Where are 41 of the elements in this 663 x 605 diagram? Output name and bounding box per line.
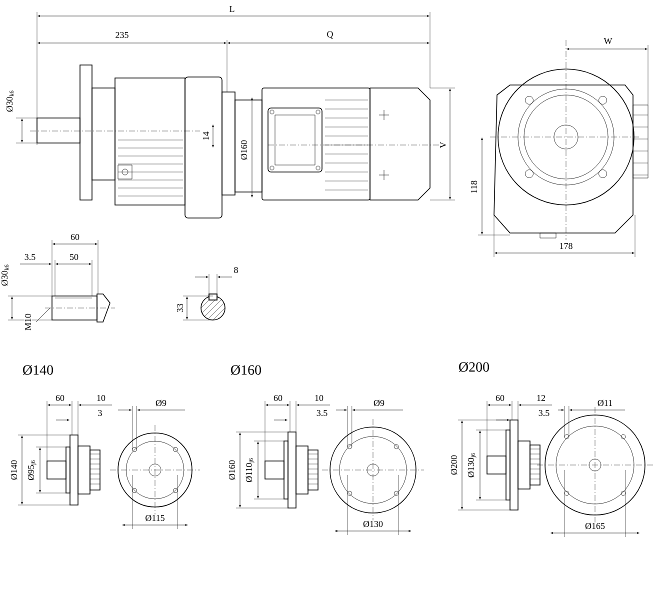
size-heading: Ø160: [231, 365, 262, 375]
dimension-label: 50: [69, 253, 79, 261]
dimension-label: W: [603, 38, 613, 45]
dimension-label: 60: [495, 394, 505, 402]
dimension-label: Ø30$_{k6}$: [6, 90, 14, 112]
dimension-label: Q: [326, 30, 334, 40]
dimension-label: Ø9: [155, 399, 167, 407]
dimension-label: Ø130$_{j6}$: [467, 452, 477, 478]
dimension-label: 178: [558, 242, 574, 250]
dimension-label: L: [228, 6, 236, 12]
dimension-label: 3: [97, 409, 103, 417]
dimension-label: 3.5: [316, 409, 328, 417]
dimension-label: 3.5: [538, 409, 550, 417]
dimension-label: 60: [55, 394, 65, 402]
dimension-label: Ø160: [240, 140, 248, 160]
dimension-label: 14: [202, 131, 210, 141]
dimension-label: Ø165: [584, 522, 606, 530]
dimension-label: 33: [176, 303, 184, 313]
dimension-label: 60: [273, 394, 283, 402]
dimension-label: 8: [233, 266, 239, 274]
size-heading: Ø200: [459, 362, 490, 372]
dimension-label: Ø130: [362, 520, 384, 528]
dimension-label: Ø95$_{j6}$: [27, 459, 37, 481]
dimension-label: Ø160: [228, 460, 236, 480]
dimension-label: 235: [114, 31, 130, 39]
dimension-label: M10: [24, 313, 32, 331]
dimension-label: 3.5: [24, 253, 36, 261]
dimension-label: 10: [96, 394, 106, 402]
dimension-label: Ø11: [596, 399, 614, 407]
dimension-label: Ø200: [450, 454, 458, 476]
dimension-label: Ø140: [10, 460, 18, 480]
dimension-label: 10: [314, 394, 324, 402]
dimension-label: 60: [70, 233, 80, 241]
dimension-label: Ø110$_{j6}$: [245, 457, 255, 483]
dimension-label: V: [440, 141, 447, 149]
dimension-label: 12: [536, 394, 546, 402]
dimension-label: Ø115: [144, 514, 166, 522]
dimension-label: Ø9: [373, 399, 385, 407]
dimension-label: Ø30$_{k6}$: [0, 264, 10, 286]
dimension-label: 118: [470, 180, 478, 194]
size-heading: Ø140: [23, 365, 54, 375]
